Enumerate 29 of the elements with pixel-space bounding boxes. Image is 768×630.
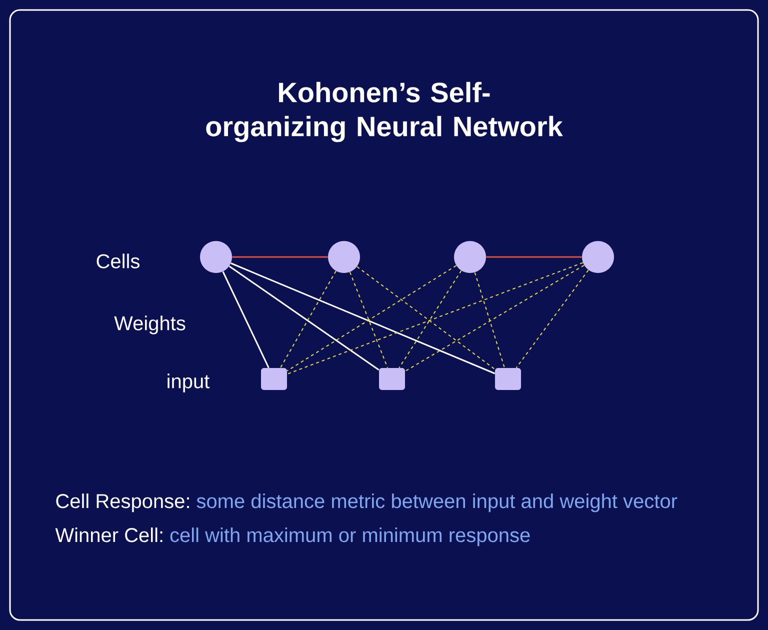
connector-line [232, 256, 328, 258]
cell-circle [328, 241, 360, 273]
row-label: input [168, 374, 210, 392]
connector-line [516, 270, 589, 368]
cell-circle [454, 241, 486, 273]
input-box [261, 368, 287, 390]
row-label: Cells [96, 254, 140, 268]
cell-circle [200, 241, 232, 273]
row-label: Weights [114, 316, 186, 334]
connector-line [404, 264, 585, 372]
definition-text: cell with maximum or minimum response [170, 528, 530, 546]
connector-line [230, 262, 496, 374]
connector-line [349, 272, 388, 368]
title: Kohonen’s Self-organizing Neural Network [206, 82, 563, 142]
connector-line [280, 270, 336, 368]
connector-line [474, 272, 506, 368]
cell-circle [582, 241, 614, 273]
connector-line [222, 271, 270, 368]
connector-line [286, 262, 584, 375]
connector-line [286, 265, 457, 372]
connector-line [486, 256, 582, 258]
definition-text: some distance metric between input and weight vector [196, 494, 678, 512]
connector-line [356, 266, 496, 370]
term-label: Cell Response: [56, 494, 189, 512]
connector-line [228, 266, 380, 370]
input-box [495, 368, 521, 390]
term-label: Winner Cell: [55, 528, 162, 542]
input-box [379, 368, 405, 390]
connector-line [398, 270, 462, 368]
